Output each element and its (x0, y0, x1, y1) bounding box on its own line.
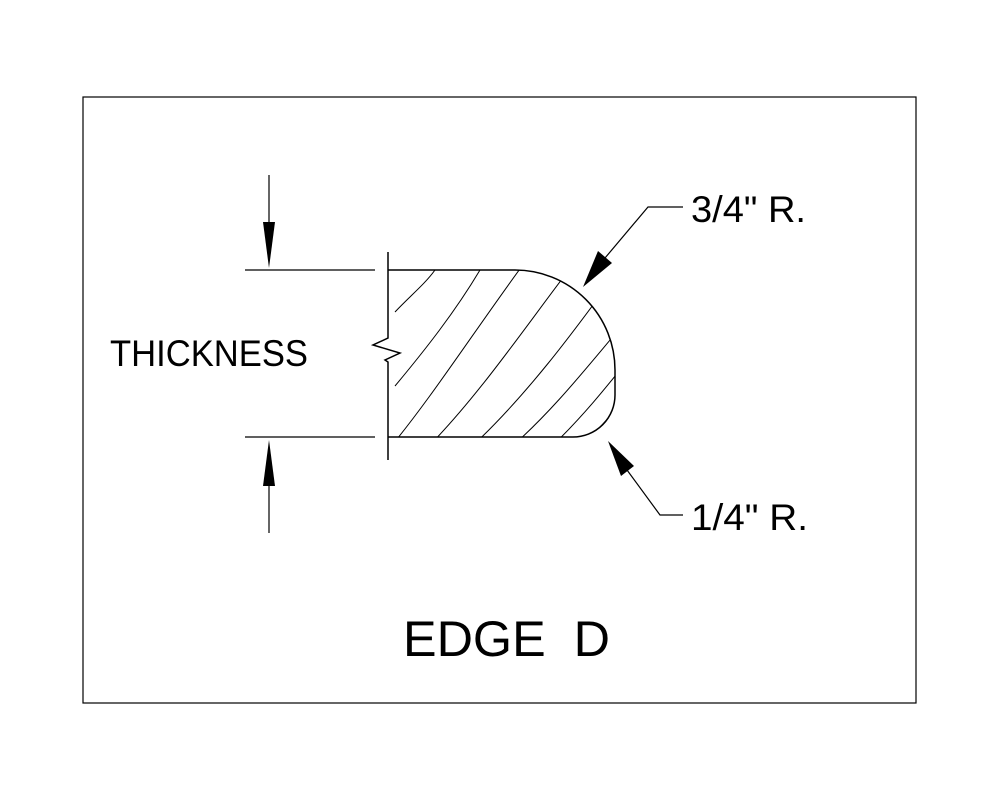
leader-arrowhead-bottom-icon (608, 441, 634, 476)
drawing-title: EDGE D (403, 611, 610, 667)
arrowhead-down-icon (263, 222, 275, 268)
profile-hatching (388, 270, 615, 437)
leader-line-bottom-radius (626, 469, 683, 516)
arrowhead-up-icon (263, 440, 275, 486)
drawing-border (82, 96, 917, 704)
bottom-radius-label: 1/4" R. (691, 497, 808, 538)
top-radius-label: 3/4" R. (691, 189, 806, 230)
edge-profile-outline (388, 269, 616, 438)
break-line (370, 252, 403, 460)
thickness-label: THICKNESS (110, 333, 308, 374)
leader-arrowhead-top-icon (583, 251, 612, 287)
leader-line-top-radius (604, 206, 683, 259)
